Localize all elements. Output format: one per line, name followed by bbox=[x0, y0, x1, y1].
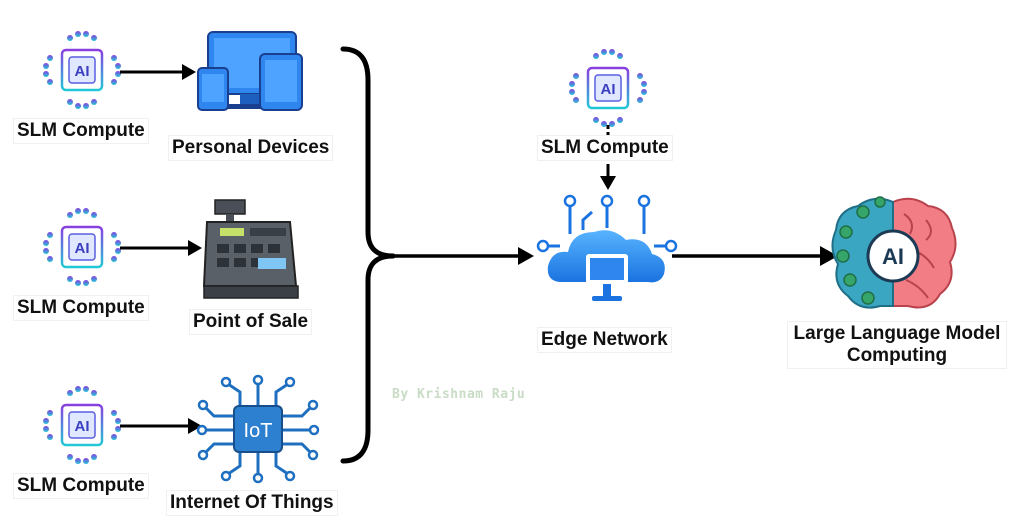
edge-network-label: Edge Network bbox=[538, 328, 671, 352]
slm-compute-label-1: SLM Compute bbox=[14, 119, 148, 143]
slm-compute-label-3: SLM Compute bbox=[14, 474, 148, 498]
arrows bbox=[120, 64, 202, 434]
iot-chip-icon: IoT bbox=[196, 374, 320, 484]
slm-compute-chip-edge: AI bbox=[567, 47, 649, 129]
chip-text: AI bbox=[75, 240, 90, 257]
chip-text: AI bbox=[75, 418, 90, 435]
arrow-slm-to-edge bbox=[600, 125, 616, 190]
llm-label-line2: Computing bbox=[846, 345, 948, 366]
devices-icon bbox=[197, 31, 303, 111]
arrow-to-llm bbox=[672, 246, 838, 266]
merge-brace bbox=[340, 46, 396, 464]
brain-chip-text: AI bbox=[882, 244, 904, 269]
slm-compute-chip-1: AI bbox=[41, 29, 123, 111]
edge-cloud-icon bbox=[536, 194, 678, 301]
cash-register-icon bbox=[202, 199, 299, 299]
point-of-sale-label: Point of Sale bbox=[190, 310, 312, 334]
slm-compute-edge-label: SLM Compute bbox=[538, 136, 672, 160]
slm-compute-chip-3: AI bbox=[41, 384, 123, 466]
iot-chip-text: IoT bbox=[244, 420, 273, 442]
personal-devices-label: Personal Devices bbox=[169, 136, 333, 160]
chip-text: AI bbox=[601, 81, 616, 98]
author-credit: By Krishnam Raju bbox=[392, 387, 526, 402]
internet-of-things-label: Internet Of Things bbox=[167, 491, 337, 515]
chip-text: AI bbox=[75, 63, 90, 80]
llm-label: Large Language Model Computing bbox=[788, 322, 1006, 368]
ai-brain-icon: AI bbox=[831, 196, 957, 309]
slm-compute-label-2: SLM Compute bbox=[14, 296, 148, 320]
arrow-to-edge bbox=[390, 247, 534, 265]
slm-compute-chip-2: AI bbox=[41, 206, 123, 288]
llm-label-line1: Large Language Model bbox=[793, 323, 1001, 344]
